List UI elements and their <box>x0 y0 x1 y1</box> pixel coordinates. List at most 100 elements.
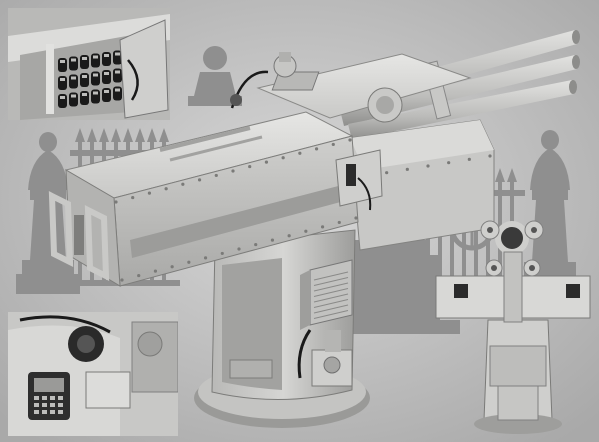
rivet <box>467 157 471 161</box>
cartridge-tip <box>82 75 87 78</box>
rivet <box>264 160 269 164</box>
receiver-end-handles <box>48 191 110 281</box>
power-cable <box>297 329 312 379</box>
rivet <box>237 247 241 251</box>
handset-key <box>58 403 63 407</box>
side-housing <box>85 371 131 409</box>
handset-key <box>58 410 63 414</box>
control-handset <box>28 372 70 420</box>
fence-spike <box>123 128 133 142</box>
receiver-top-housing <box>230 52 472 123</box>
handset-key <box>34 410 39 414</box>
chess-pawn-silhouette <box>188 46 242 106</box>
handset-key <box>58 396 63 400</box>
rivet <box>131 195 135 200</box>
end-latch <box>74 215 84 255</box>
rivet <box>405 167 409 171</box>
grille-slat <box>313 310 349 319</box>
rivet <box>153 269 158 273</box>
sensor-lens <box>346 164 356 186</box>
rivet <box>114 200 118 204</box>
front-sensor-unit <box>335 149 383 211</box>
rear-cylinder <box>131 321 178 393</box>
cartridge-tip <box>104 90 109 93</box>
cartridge-tip <box>60 96 65 99</box>
fence-spike <box>87 128 97 142</box>
cable-connector <box>230 94 242 106</box>
inset-ammunition-feed-closeup <box>8 8 170 120</box>
panel-cable <box>19 315 111 334</box>
rivet <box>304 229 308 233</box>
rivet <box>331 142 335 147</box>
ammunition-belt <box>58 50 122 108</box>
fence-bar <box>450 180 454 306</box>
rivet <box>426 164 430 168</box>
rivet <box>348 138 352 142</box>
cartridge-tip <box>60 78 65 81</box>
cartridge-tip <box>104 72 109 75</box>
rivet <box>147 191 152 195</box>
cartridge-tip <box>104 54 109 57</box>
grille-slat <box>313 299 349 308</box>
handset-key <box>42 410 47 414</box>
center-muzzle <box>495 221 529 255</box>
rivet <box>488 154 492 158</box>
cartridge-tip <box>71 94 76 98</box>
cartridge-tip <box>82 57 87 60</box>
handset-key <box>34 403 39 407</box>
grille-slat <box>313 293 349 303</box>
rivet <box>385 171 389 175</box>
rivet <box>281 156 285 160</box>
main-weapon-model <box>48 30 580 428</box>
grille-slat <box>313 282 349 292</box>
cartridge-tip <box>115 70 120 74</box>
receiver-side-channel <box>130 184 348 258</box>
fence-bar <box>474 180 478 306</box>
main-receiver-box <box>64 111 359 287</box>
cartridge-tip <box>71 76 76 80</box>
fence-bar <box>438 180 442 306</box>
grille-slat <box>313 271 349 281</box>
fence-spike <box>159 128 169 142</box>
handset-key <box>42 396 47 400</box>
handset-key <box>34 396 39 400</box>
rivet <box>314 147 319 151</box>
junction-box <box>300 259 353 330</box>
fence-spike <box>99 128 109 142</box>
cartridge-tip <box>71 58 76 62</box>
handset-display <box>34 378 64 392</box>
cartridge-tip <box>82 93 87 96</box>
fence-spike <box>75 128 85 142</box>
rivet <box>137 273 141 278</box>
rivet <box>220 251 224 256</box>
handset-key <box>42 403 47 407</box>
front-view-pedestal <box>474 319 562 434</box>
rivet <box>203 256 208 260</box>
rivet <box>187 260 191 264</box>
chess-bishop-silhouette-left <box>16 132 80 294</box>
fence-spike <box>495 168 505 182</box>
fence-spike <box>135 128 145 142</box>
fence-spike <box>147 128 157 142</box>
rivet <box>270 238 275 242</box>
rivet <box>197 178 202 182</box>
rivet <box>170 265 174 269</box>
inset-front-view-model <box>435 220 591 434</box>
handset-key <box>50 396 55 400</box>
handset-key <box>50 410 55 414</box>
handset-key <box>50 403 55 407</box>
pedestal-inner-panel <box>222 258 282 390</box>
cartridge-tip <box>93 73 98 77</box>
rivet <box>120 278 124 282</box>
cartridge-tip <box>115 88 120 92</box>
fence-spike <box>111 128 121 142</box>
rivet <box>214 173 218 178</box>
grille-slat <box>313 277 349 286</box>
front-view-barrel-cluster <box>480 220 544 323</box>
muzzle-1 <box>572 30 580 44</box>
rivet <box>320 225 325 229</box>
rivet <box>298 151 302 155</box>
rivet <box>254 242 258 247</box>
